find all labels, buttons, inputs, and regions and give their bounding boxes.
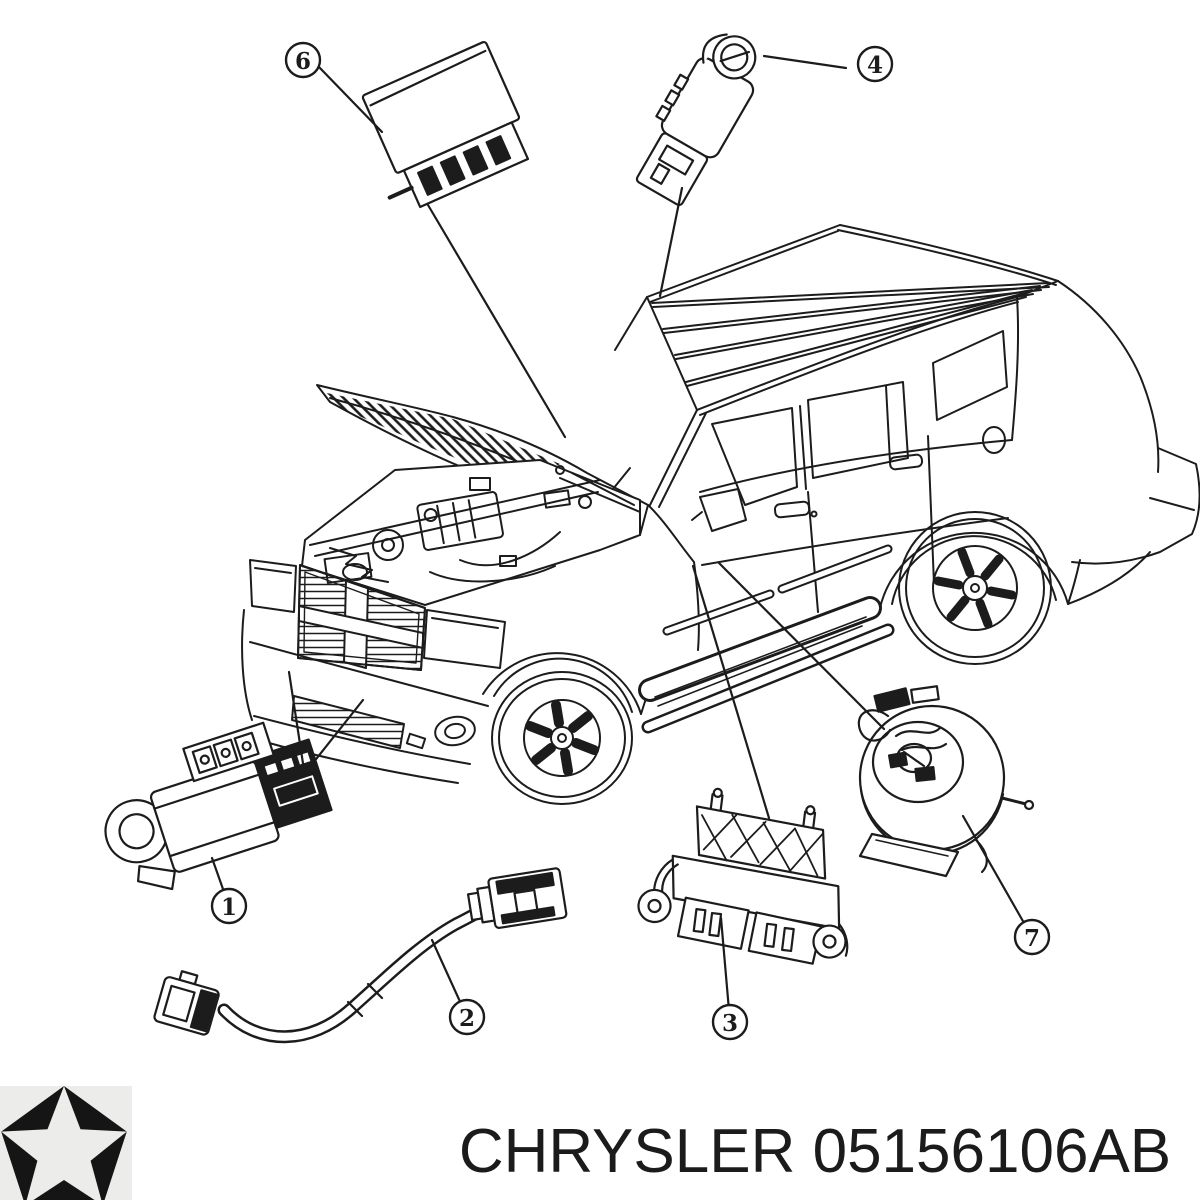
vehicle-rear — [1057, 280, 1200, 605]
callouts: 6 4 1 2 3 7 — [210, 41, 1051, 1041]
part-2-jumper-wiring — [153, 867, 568, 1044]
callout-2: 2 — [448, 998, 486, 1036]
callout-6: 6 — [284, 41, 322, 79]
callout-4: 4 — [856, 45, 894, 83]
door-handle-front — [773, 500, 811, 519]
engine-bay — [301, 459, 641, 606]
pentastar-icon — [1, 1086, 127, 1200]
leader-lines — [210, 54, 1034, 1024]
part-7-clockspring — [857, 685, 1035, 878]
callout-7: 7 — [1013, 918, 1051, 956]
door-handle-rear — [888, 453, 924, 471]
rocker-moldings — [638, 544, 895, 734]
fog-lamp — [434, 715, 476, 747]
callout-3-label: 3 — [722, 1010, 738, 1037]
callout-2-label: 2 — [459, 1005, 475, 1032]
callout-6-label: 6 — [295, 48, 311, 75]
side-windows — [711, 296, 1020, 506]
roof-rack — [646, 224, 1059, 416]
callout-4-label: 4 — [867, 52, 883, 79]
callout-1: 1 — [210, 887, 248, 925]
body-side — [647, 426, 1013, 651]
part-3-control-module-bracket — [637, 787, 849, 965]
vehicle-illustration — [241, 224, 1200, 805]
side-mirror — [699, 488, 747, 532]
rear-wheel — [898, 511, 1052, 665]
callout-3: 3 — [711, 1003, 749, 1041]
pentastar-star — [1, 1086, 127, 1200]
callout-7-label: 7 — [1024, 925, 1040, 952]
chrysler-pentastar-logo — [0, 1086, 132, 1200]
front-wheel — [491, 671, 633, 805]
part-4-impact-sensor — [635, 33, 757, 207]
part-1-impact-sensor — [104, 721, 333, 891]
callout-1-label: 1 — [221, 894, 237, 921]
product-title: CHRYSLER 05156106AB — [458, 1117, 1172, 1186]
windshield-a-pillar — [614, 296, 707, 508]
front-grille — [297, 564, 426, 671]
part-6-relay-module — [361, 40, 530, 209]
fuel-door — [982, 426, 1006, 454]
headlamps — [249, 559, 506, 669]
